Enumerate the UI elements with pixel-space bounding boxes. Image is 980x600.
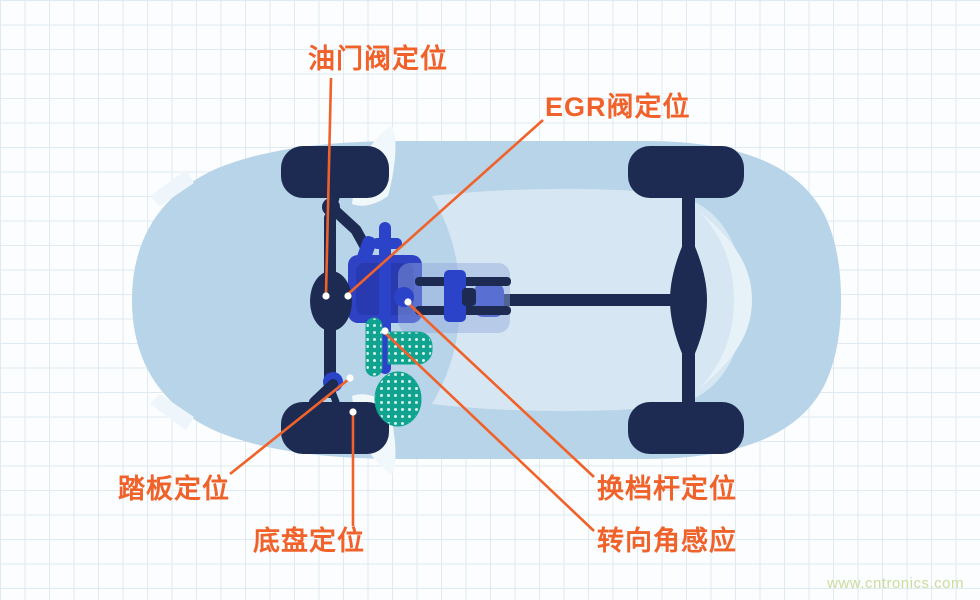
callout-line-throttle xyxy=(324,77,333,295)
callout-dot-pedal xyxy=(346,374,354,382)
label-pedal-position: 踏板定位 xyxy=(118,474,230,504)
callout-line-egr xyxy=(346,119,544,296)
callout-dot-steering xyxy=(381,327,389,335)
sensor-modules xyxy=(365,317,433,427)
callout-dot-egr xyxy=(344,292,352,300)
wheel-front-top xyxy=(281,146,389,198)
callout-dot-shift xyxy=(404,298,412,306)
watermark: www.cntronics.com xyxy=(827,575,964,592)
callout-dot-chassis xyxy=(349,408,357,416)
label-steering-angle-sensing: 转向角感应 xyxy=(597,526,737,556)
callout-dots xyxy=(322,292,412,416)
callout-line-steering xyxy=(383,331,595,532)
label-chassis-position: 底盘定位 xyxy=(253,526,365,556)
callout-lines xyxy=(229,77,595,532)
callout-dot-throttle xyxy=(322,292,330,300)
label-throttle-valve-position: 油门阀定位 xyxy=(308,44,448,74)
label-egr-valve-position: EGR阀定位 xyxy=(545,92,691,122)
headlight-top xyxy=(150,170,194,206)
shift-lever-ball xyxy=(394,287,414,307)
callout-line-pedal xyxy=(229,377,350,476)
pedal-column xyxy=(309,194,377,407)
rear-window xyxy=(700,212,752,388)
wheel-front-bottom xyxy=(281,402,389,454)
callout-line-shift xyxy=(407,302,595,478)
headlight-bottom xyxy=(150,394,194,430)
label-shift-lever-position: 换档杆定位 xyxy=(597,474,737,504)
throttle-body xyxy=(310,271,352,331)
